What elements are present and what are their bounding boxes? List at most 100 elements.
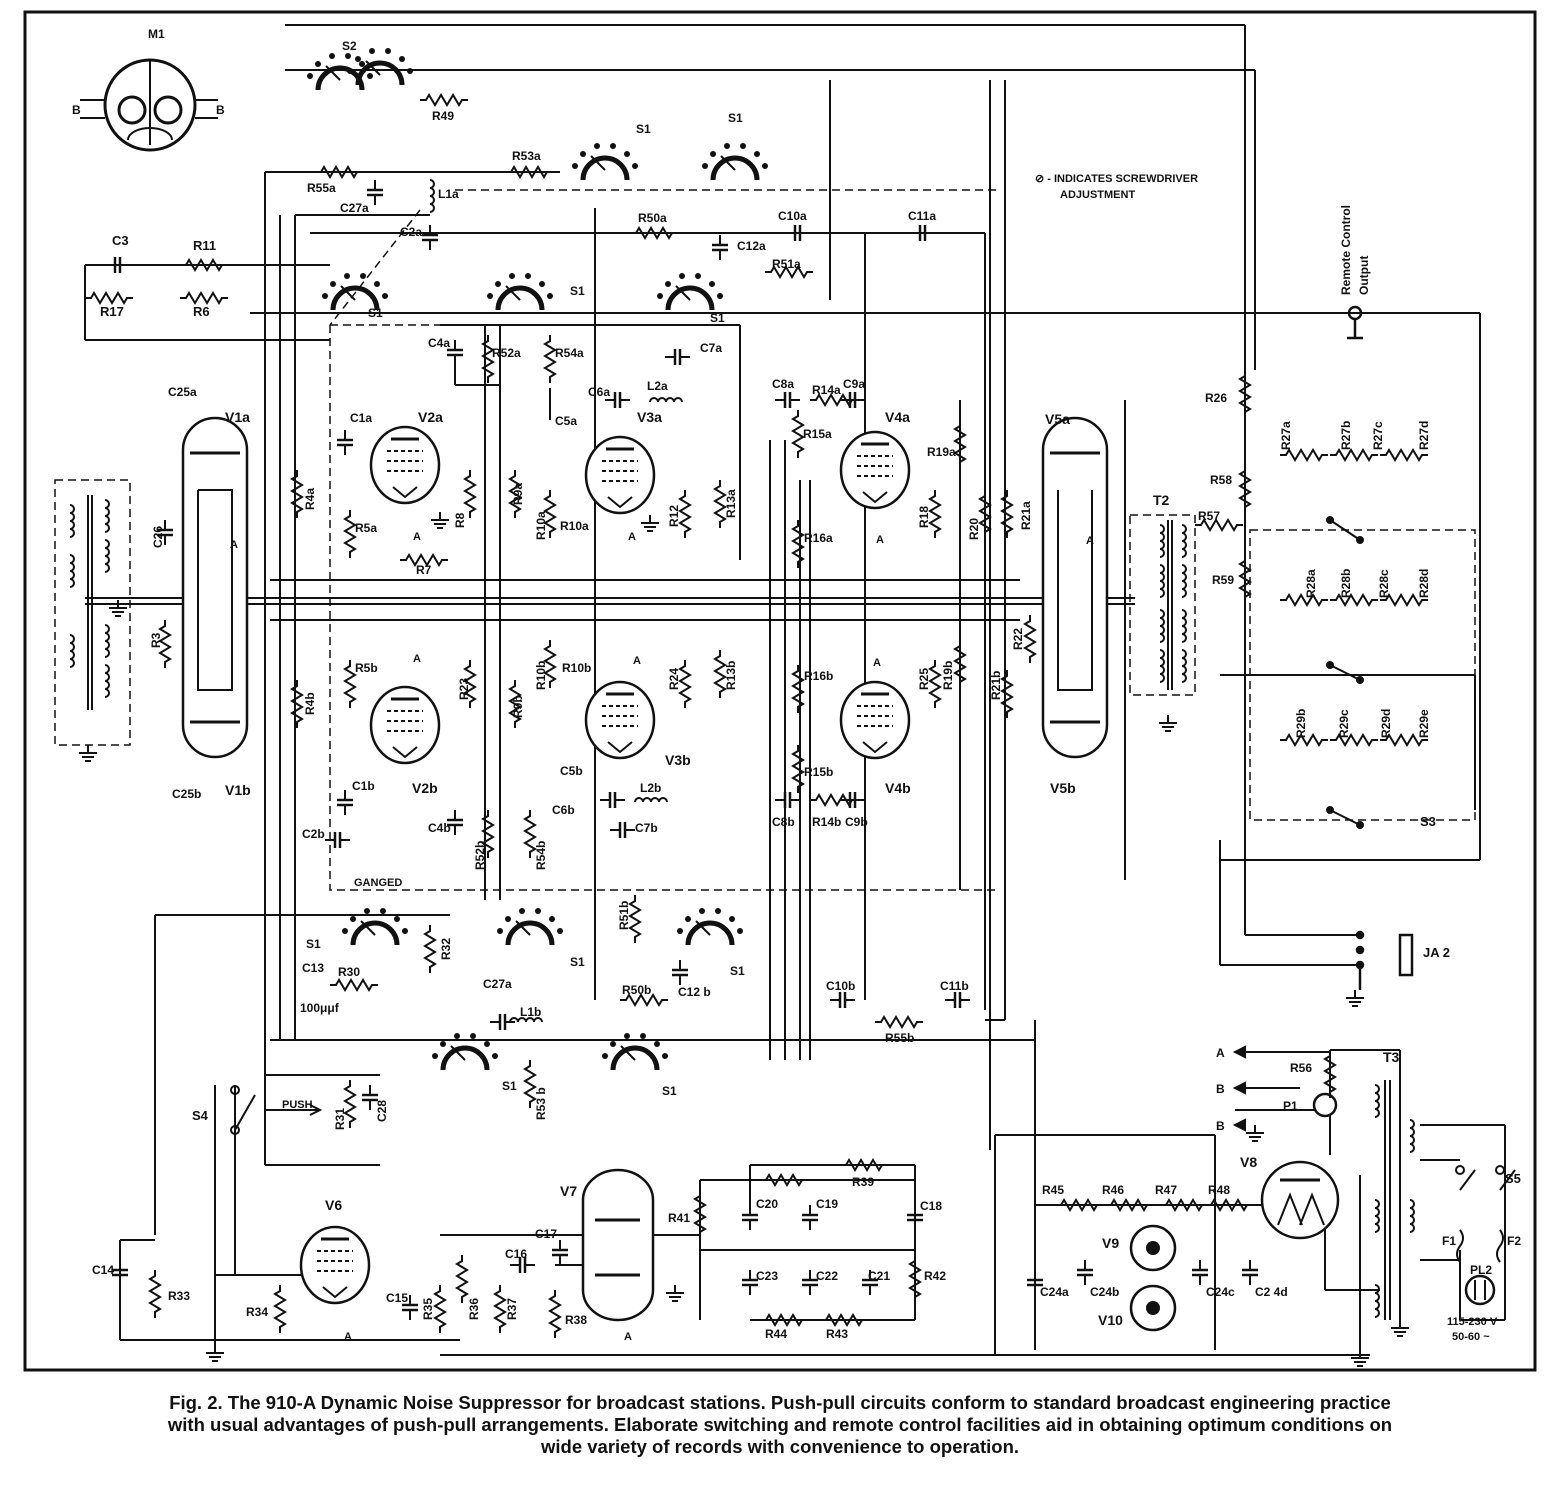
switch-s1-107[interactable]: [497, 908, 563, 945]
label-r19b: R19b: [941, 661, 955, 690]
label-v1b: V1b: [225, 782, 251, 798]
label-v4a: V4a: [885, 409, 910, 425]
label-r59: R59: [1212, 573, 1234, 587]
label-r43: R43: [826, 1327, 848, 1341]
label-b: B: [216, 103, 225, 117]
ground-symbol: [1158, 714, 1178, 732]
label-r14b: R14b: [812, 815, 841, 829]
switch-s1-207[interactable]: [677, 908, 743, 945]
label-v2b: V2b: [412, 780, 438, 796]
tube-v5: [1041, 416, 1109, 759]
label-c28: C28: [375, 1100, 389, 1122]
ground-symbol: [108, 599, 128, 617]
label-c21: C21: [868, 1269, 890, 1283]
label-a: A: [1216, 1046, 1225, 1060]
label-a: A: [230, 539, 238, 551]
label-c18: C18: [920, 1199, 942, 1213]
label-r9a: R9a: [511, 483, 525, 505]
switch-s1-205[interactable]: [657, 273, 723, 310]
remote-output-jack[interactable]: [1347, 305, 1363, 340]
transformer-t3: [1374, 1080, 1415, 1320]
label-c9b: C9b: [845, 815, 868, 829]
label-s4: S4: [192, 1108, 209, 1123]
switch-s1-307[interactable]: [342, 908, 408, 945]
label-r27c: R27c: [1371, 421, 1385, 450]
screwdriver-note-line1: ⊘ - INDICATES SCREWDRIVER: [1035, 173, 1198, 185]
label-c16: C16: [505, 1247, 527, 1261]
switch-s2b[interactable]: [347, 48, 413, 85]
tube-v2a: [369, 425, 441, 505]
label-r26: R26: [1205, 391, 1227, 405]
label-v9: V9: [1102, 1235, 1119, 1251]
tube-v10: [1129, 1284, 1177, 1332]
label-a: A: [1086, 535, 1094, 547]
label-b: B: [72, 103, 81, 117]
label-r16b: R16b: [804, 669, 833, 683]
switch-s1-507[interactable]: [432, 1033, 498, 1070]
switch-s1-305[interactable]: [322, 273, 388, 310]
label-r10a: R10a: [534, 511, 548, 540]
label-a: A: [413, 653, 421, 665]
label-a: A: [413, 531, 421, 543]
label-t3: T3: [1383, 1049, 1400, 1065]
label-r10a: R10a: [560, 519, 589, 533]
tube-v3a: [584, 435, 656, 515]
label-r49: R49: [432, 109, 454, 123]
label-c11b: C11b: [940, 979, 969, 993]
label-push: PUSH: [282, 1099, 313, 1111]
pilot-lamp-p1: [1312, 1092, 1338, 1118]
tube-v6: [299, 1225, 371, 1305]
transformer-t1: [69, 495, 110, 710]
label-c5a: C5a: [555, 414, 577, 428]
ground-symbol: [665, 1284, 685, 1302]
switch-s1-407[interactable]: [602, 1033, 668, 1070]
switch-s1-505[interactable]: [572, 143, 638, 180]
label-c24d: C2 4d: [1255, 1285, 1288, 1299]
label-r15a: R15a: [803, 427, 832, 441]
switch-s1-105[interactable]: [487, 273, 553, 310]
label-t2: T2: [1153, 492, 1170, 508]
label-r29e: R29e: [1417, 709, 1431, 738]
label-r30: R30: [338, 965, 360, 979]
switch-s3[interactable]: [1326, 516, 1364, 829]
ground-symbol: [430, 511, 450, 529]
label-c7a: C7a: [700, 341, 722, 355]
switch-s5[interactable]: [1455, 1165, 1516, 1191]
label-r21b: R21b: [989, 671, 1003, 700]
label-r38: R38: [565, 1313, 587, 1327]
label-r31: R31: [333, 1108, 347, 1130]
ground-symbol: [640, 514, 660, 532]
label-a: A: [876, 534, 884, 546]
figure-border: [23, 10, 1537, 1372]
label-c10a: C10a: [778, 209, 807, 223]
switch-s4[interactable]: [230, 1085, 323, 1135]
label-a: A: [873, 657, 881, 669]
label-mains-frequency: 50-60 ~: [1452, 1331, 1490, 1343]
label-r12: R12: [667, 505, 681, 527]
caption-line-2: with usual advantages of push-pull arran…: [167, 1414, 1393, 1435]
tube-v9: [1129, 1224, 1177, 1272]
label-v6: V6: [325, 1197, 342, 1213]
pilot-lamp-pl2: [1464, 1274, 1496, 1306]
label-l2a: L2a: [647, 379, 668, 393]
label-r25: R25: [917, 668, 931, 690]
label-r54a: R54a: [555, 346, 584, 360]
label-c12b: C12 b: [678, 985, 711, 999]
jack-ja2[interactable]: [1355, 930, 1414, 990]
label-b: B: [1216, 1119, 1225, 1133]
label-r28b: R28b: [1339, 569, 1353, 598]
label-r28c: R28c: [1377, 569, 1391, 598]
switch-s1-405[interactable]: [702, 143, 768, 180]
label-r28d: R28d: [1417, 569, 1431, 598]
meter-m1: [80, 58, 218, 152]
label-c17: C17: [535, 1227, 557, 1241]
label-r6: R6: [193, 304, 210, 319]
tube-v4a: [839, 430, 911, 510]
label-r51a: R51a: [772, 257, 801, 271]
label-c20: C20: [756, 1197, 778, 1211]
label-c2b: C2b: [302, 827, 325, 841]
label-r27b: R27b: [1339, 421, 1353, 450]
label-c19: C19: [816, 1197, 838, 1211]
label-c1b: C1b: [352, 779, 375, 793]
